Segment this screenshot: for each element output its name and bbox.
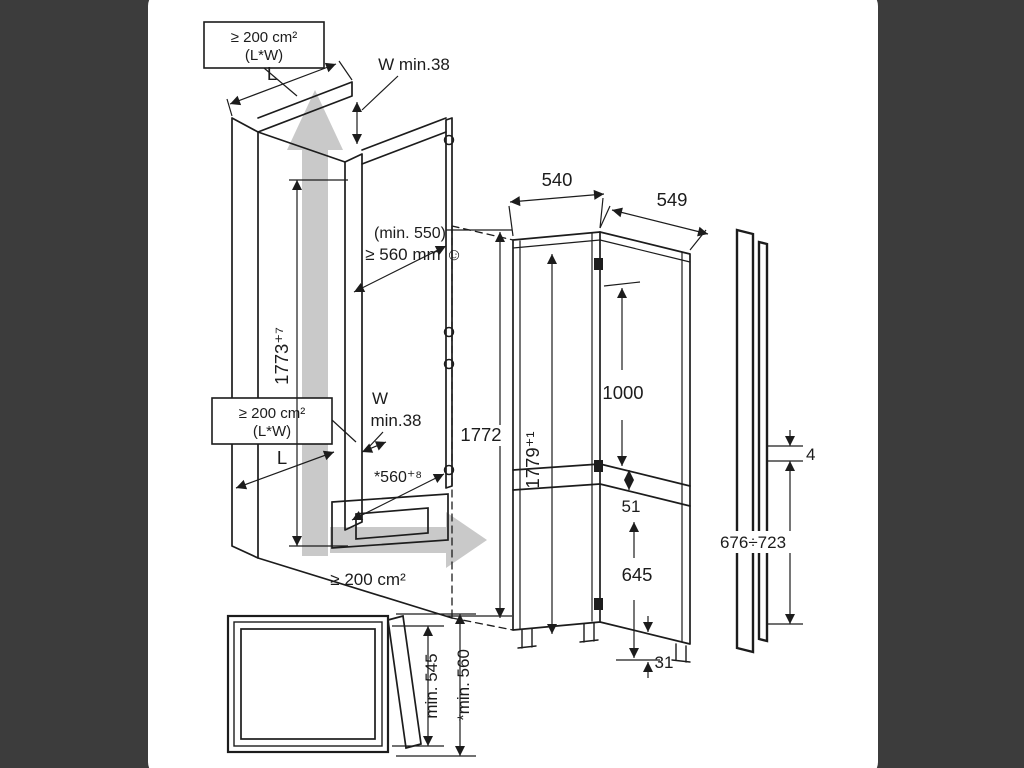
tick-plan-560 — [396, 613, 476, 757]
vent-top-box — [203, 21, 325, 69]
tick-1000 — [603, 281, 641, 287]
appliance-height-label: 1779⁺¹ — [522, 431, 543, 488]
vent-mid-area-label-line2: (L*W) — [253, 423, 291, 440]
hinge-icon — [443, 464, 455, 476]
vent-bottom-label: ≥ 200 cm² — [330, 570, 406, 589]
door-panel-inner — [757, 240, 769, 643]
dim-540 — [509, 189, 605, 207]
appliance-side-inner — [599, 239, 691, 643]
leader-mid-width — [367, 431, 384, 449]
vent-top-area-label-line1: ≥ 200 cm² — [231, 29, 298, 46]
mid-width-label-line1: W — [372, 389, 388, 408]
label-bg-door-range — [710, 531, 796, 553]
niche-ceiling-board — [361, 117, 447, 165]
hinge-icon — [594, 460, 603, 472]
tick-niche-height — [289, 179, 348, 547]
hinge-marks — [443, 134, 455, 476]
niche-structure — [203, 21, 514, 631]
vent-mid-area-label-line1: ≥ 200 cm² — [239, 405, 306, 422]
door-panel-outer — [735, 228, 755, 654]
vertical-airflow-arrow — [287, 90, 343, 556]
dim-base-depth — [351, 473, 445, 521]
plan-outer-depth-label: *min. 560 — [454, 649, 473, 721]
mid-length-label: L — [277, 447, 287, 468]
appliance-width-label: 540 — [542, 169, 573, 190]
upper-compartment-label: 1000 — [602, 382, 643, 403]
niche-height-label: 1773⁺⁷ — [271, 327, 292, 385]
compartment-gap-label: 51 — [622, 497, 641, 516]
foot-height-label: 31 — [655, 653, 674, 672]
appliance-drawing — [512, 231, 691, 663]
plan-inner-depth-label: min. 545 — [422, 653, 441, 718]
plan-inner-wall — [240, 628, 376, 740]
appliance-feet — [517, 622, 691, 663]
dim-mid-length — [235, 450, 335, 490]
niche-floor-and-ceiling-edges — [257, 131, 453, 619]
ext-540 — [508, 197, 604, 237]
mid-width-label-line2: min.38 — [370, 411, 421, 430]
appliance-side-door-split — [599, 463, 691, 507]
plan-outer-wall — [226, 614, 390, 754]
hinge-icon — [594, 598, 603, 610]
dim-niche-depth — [353, 245, 447, 293]
ext-top-length — [226, 60, 353, 117]
label-bg-1772 — [458, 425, 504, 446]
niche-left-wall — [231, 117, 259, 559]
appliance-depth-label: 549 — [657, 189, 688, 210]
hinge-icon — [443, 358, 455, 370]
hinge-icon — [594, 258, 603, 270]
top-length-label: L — [267, 63, 277, 84]
ext-549 — [599, 205, 707, 251]
dim-mid-width — [361, 441, 387, 453]
dim-549 — [611, 207, 709, 237]
niche-depth-label-line2: ≥ 560 mm ☺ — [365, 245, 463, 264]
dimension-lines — [226, 60, 803, 757]
base-depth-label: *560⁺⁸ — [374, 469, 422, 486]
appliance-front-inner — [512, 232, 601, 630]
plan-mid-wall — [233, 621, 383, 747]
vent-top-area-label-line2: (L*W) — [245, 47, 283, 64]
tick-plan-545 — [392, 625, 444, 747]
inner-height-label: 1772 — [460, 424, 501, 445]
niche-depth-label-line1: (min. 550) — [374, 225, 446, 242]
hinge-icon — [443, 326, 455, 338]
lower-compartment-label: 645 — [622, 564, 653, 585]
leader-vent-mid-box — [331, 419, 357, 443]
leader-vent-top-box — [263, 67, 298, 97]
appliance-hinges — [594, 258, 603, 610]
door-gap-label: 4 — [806, 445, 815, 464]
top-width-label: W min.38 — [378, 55, 450, 74]
dimension-labels: ≥ 200 cm² (L*W) L W min.38 1773⁺⁷ (min. … — [231, 29, 816, 721]
plan-open-door — [387, 614, 422, 750]
niche-column — [344, 153, 363, 531]
hinge-icon — [443, 134, 455, 146]
leader-top-width — [361, 75, 399, 111]
appliance-front-face — [512, 231, 601, 631]
plan-view-drawing — [226, 614, 422, 754]
vent-mid-box — [211, 397, 333, 445]
door-panel-drawing — [735, 228, 769, 654]
door-range-label: 676÷723 — [720, 533, 786, 552]
